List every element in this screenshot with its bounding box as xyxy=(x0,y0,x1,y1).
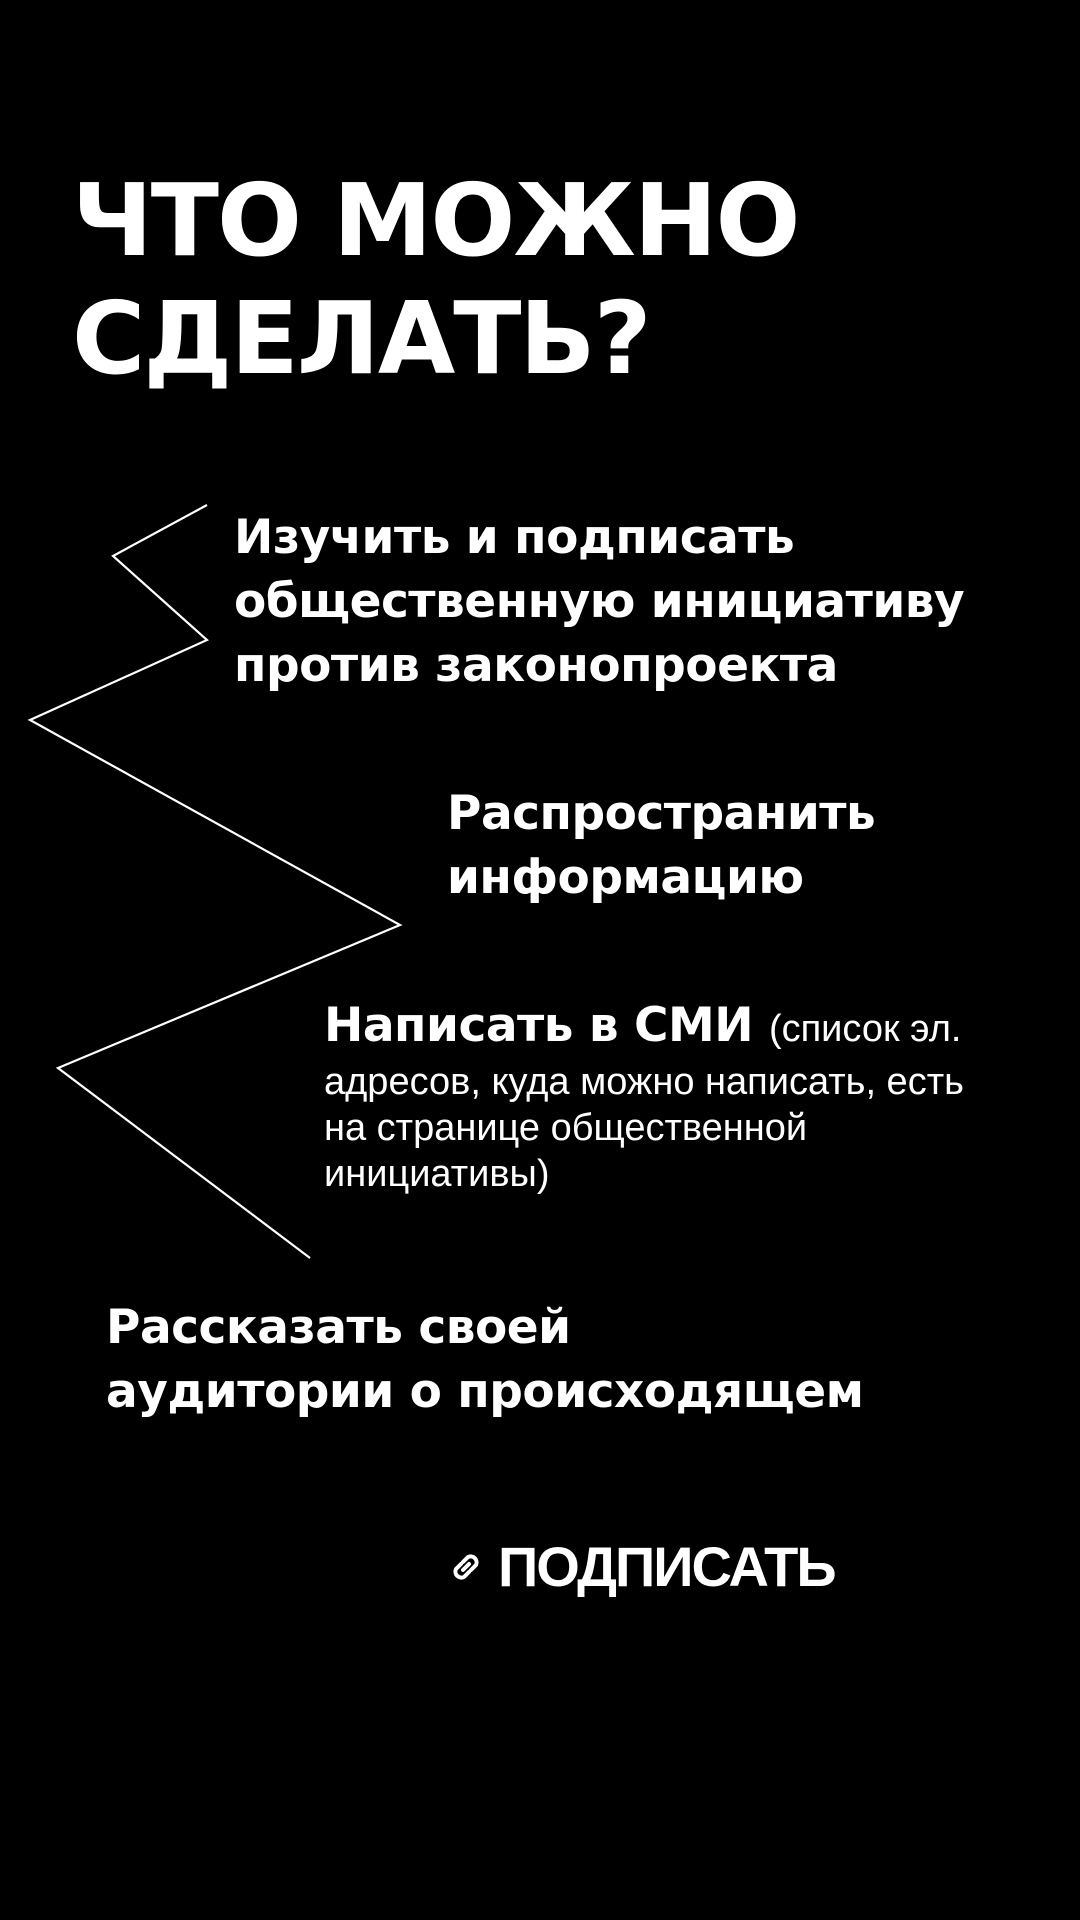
step-1-line-3: против законопроекта xyxy=(234,638,838,693)
step-3-note-line-2: на странице общественной xyxy=(324,1107,808,1149)
step-3-note-start: (список эл. xyxy=(768,1008,962,1050)
step-3-note-line-3: инициативы) xyxy=(324,1153,550,1195)
step-write-to-media: Написать в СМИ (список эл. адресов, куда… xyxy=(324,996,1064,1197)
step-1-line-1: Изучить и подписать xyxy=(234,510,795,565)
step-4-line-1: Рассказать своей xyxy=(106,1300,571,1355)
sign-link-label: ПОДПИСАТЬ xyxy=(498,1535,837,1598)
step-4-line-2: аудитории о происходящем xyxy=(106,1364,864,1419)
title-line-2: СДЕЛАТЬ? xyxy=(72,280,652,397)
step-tell-audience: Рассказать своей аудитории о происходяще… xyxy=(106,1296,864,1424)
step-2-line-1: Распространить xyxy=(447,786,876,841)
step-spread-information: Распространить информацию xyxy=(447,782,876,910)
link-icon xyxy=(444,1545,488,1589)
step-3-first-line: Написать в СМИ (список эл. xyxy=(324,996,1064,1059)
title-line-1: ЧТО МОЖНО xyxy=(72,162,800,279)
step-2-line-2: информацию xyxy=(447,850,804,905)
step-study-and-sign: Изучить и подписать общественную инициат… xyxy=(234,506,965,698)
step-3-note-line-1: адресов, куда можно написать, есть xyxy=(324,1061,964,1103)
page-title: ЧТО МОЖНО СДЕЛАТЬ? xyxy=(72,162,972,398)
step-1-line-2: общественную инициативу xyxy=(234,574,965,629)
sign-petition-link[interactable]: ПОДПИСАТЬ xyxy=(444,1532,837,1602)
step-3-heading: Написать в СМИ xyxy=(324,998,754,1053)
